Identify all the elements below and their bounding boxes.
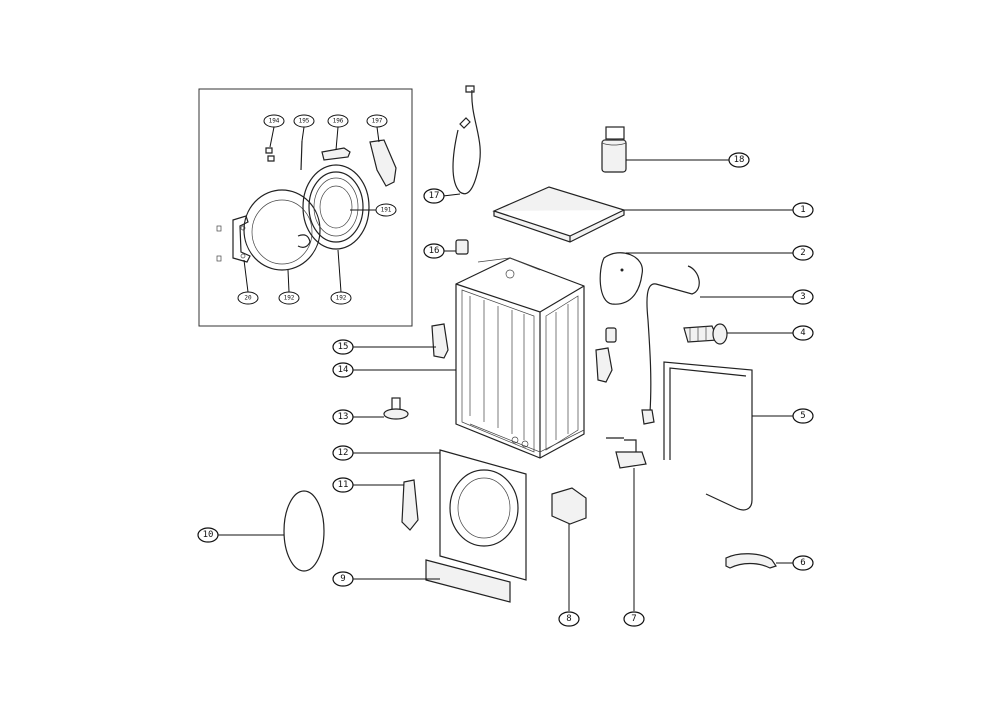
callout-8-label: 8 xyxy=(566,614,571,624)
top-panel-part xyxy=(492,186,626,243)
callout-192-frame: 192 xyxy=(330,249,352,305)
callout-197: 197 xyxy=(366,114,388,143)
callout-5-label: 5 xyxy=(800,411,805,421)
front-hinge-part xyxy=(401,479,419,531)
callout-9-label: 9 xyxy=(340,574,345,584)
callout-14: 14 xyxy=(332,362,456,378)
callout-17-label: 17 xyxy=(429,191,440,201)
callout-192-glass-label: 192 xyxy=(284,295,295,302)
hose-clamp-part xyxy=(725,553,777,569)
callout-15: 15 xyxy=(332,339,436,355)
callout-15-label: 15 xyxy=(338,342,349,352)
callout-196: 196 xyxy=(327,114,349,151)
door-frame-part xyxy=(302,164,370,250)
callout-13: 13 xyxy=(332,409,384,425)
callout-194-label: 194 xyxy=(269,118,280,125)
callout-195: 195 xyxy=(293,114,315,142)
wire-harness-part xyxy=(645,265,700,419)
callout-192-frame-label: 192 xyxy=(336,295,347,302)
callout-16: 16 xyxy=(423,243,456,259)
inset-frame xyxy=(198,88,413,327)
callout-14-label: 14 xyxy=(338,365,349,375)
door-assembly-inset: 194 195 196 197 191 20 xyxy=(198,88,413,327)
callout-20-label: 20 xyxy=(244,295,252,302)
callout-13-label: 13 xyxy=(338,412,349,422)
callout-5: 5 xyxy=(752,408,814,424)
door-lock-part xyxy=(551,487,587,525)
callout-191-label: 191 xyxy=(381,207,392,214)
callout-12: 12 xyxy=(332,445,440,461)
side-clip-right-part xyxy=(605,327,617,343)
side-bracket-right-part xyxy=(595,347,613,383)
callout-1-label: 1 xyxy=(800,205,805,215)
callout-11: 11 xyxy=(332,477,404,493)
pressure-switch-part xyxy=(606,437,647,469)
kick-panel-part xyxy=(425,559,511,603)
callout-191: 191 xyxy=(350,203,397,217)
callout-7-label: 7 xyxy=(631,614,636,624)
foot-part xyxy=(383,397,409,420)
callout-18: 18 xyxy=(626,152,750,168)
drain-pump-part xyxy=(683,323,728,345)
callout-196-label: 196 xyxy=(333,118,344,125)
callout-6-label: 6 xyxy=(800,558,805,568)
callout-16-label: 16 xyxy=(429,246,440,256)
callout-2: 2 xyxy=(626,245,814,261)
cabinet-part xyxy=(455,257,585,459)
hinge-pin-part xyxy=(265,147,275,162)
callout-18-label: 18 xyxy=(734,155,745,165)
callout-4-label: 4 xyxy=(800,328,805,338)
callout-11-label: 11 xyxy=(338,480,349,490)
callout-20: 20 xyxy=(237,259,259,305)
callout-6: 6 xyxy=(776,555,814,571)
door-latch-part xyxy=(321,147,351,161)
callout-9: 9 xyxy=(332,571,440,587)
callout-10-label: 10 xyxy=(203,530,214,540)
callout-2-label: 2 xyxy=(800,248,805,258)
harness-plug xyxy=(641,409,655,425)
callout-3: 3 xyxy=(700,289,814,305)
callout-7: 7 xyxy=(623,468,645,627)
door-handle-part xyxy=(369,139,397,187)
callout-192-glass: 192 xyxy=(278,269,300,305)
callout-12-label: 12 xyxy=(338,448,349,458)
gasket-part xyxy=(599,252,643,305)
front-panel-part xyxy=(439,449,527,581)
callout-17: 17 xyxy=(423,188,461,204)
drain-hose-part xyxy=(663,361,753,511)
callout-4: 4 xyxy=(727,325,814,341)
side-bracket-part xyxy=(431,323,449,359)
door-rod-part xyxy=(300,140,303,171)
callout-195-label: 195 xyxy=(299,118,310,125)
callout-8: 8 xyxy=(558,524,580,627)
callout-10: 10 xyxy=(197,527,284,543)
callout-194: 194 xyxy=(263,114,285,148)
capacitor-part xyxy=(601,126,627,173)
callout-3-label: 3 xyxy=(800,292,805,302)
porthole-glass-part xyxy=(283,490,325,572)
callout-1: 1 xyxy=(624,202,814,218)
door-hinge-part xyxy=(216,215,251,263)
inlet-hose-part xyxy=(452,85,481,195)
door-glass-part xyxy=(243,189,321,271)
gasket-center-dot xyxy=(620,268,624,272)
callout-197-label: 197 xyxy=(372,118,383,125)
clip-part xyxy=(455,239,469,255)
